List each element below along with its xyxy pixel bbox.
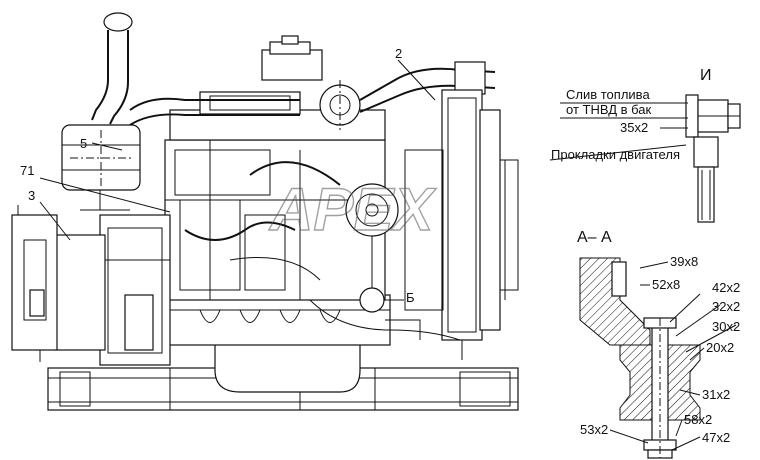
section-AA-title: А– А xyxy=(577,229,612,246)
intake-pipes xyxy=(129,61,496,126)
rubber-mount xyxy=(619,317,701,459)
label-42x2: 42х2 xyxy=(712,280,740,295)
gearbox xyxy=(11,205,106,362)
label-2: 2 xyxy=(395,46,402,61)
label-31x2: 31х2 xyxy=(702,387,730,402)
label-3: 3 xyxy=(28,188,35,203)
section-AA: А– А 39х8 52х8 42х2 32х2 30х2 20х2 31х2 xyxy=(577,229,740,459)
label-52x8: 52х8 xyxy=(652,277,680,292)
label-5: 5 xyxy=(80,136,87,151)
fuel-lines xyxy=(229,257,461,341)
note-fuel-drain-tank: от ТНВД в бак xyxy=(566,102,652,117)
view-I-title: И xyxy=(700,67,712,84)
label-39x8: 39х8 xyxy=(670,254,698,269)
oil-pan xyxy=(159,294,391,393)
radiator xyxy=(404,89,519,360)
top-filter xyxy=(261,35,323,81)
label-53x2: 53х2 xyxy=(580,422,608,437)
flywheel-housing xyxy=(99,214,171,366)
label-71: 71 xyxy=(20,163,34,178)
watermark-text: APEX xyxy=(268,176,437,243)
label-B: Б xyxy=(406,290,415,305)
label-32x2: 32х2 xyxy=(712,299,740,314)
label-30x2: 30х2 xyxy=(712,319,740,334)
centre-marks xyxy=(70,80,341,186)
view-I: И Слив топлива от ТНВД в бак 35х2 Прокла… xyxy=(549,67,741,223)
label-58x2: 58х2 xyxy=(684,412,712,427)
fan-pulley xyxy=(345,183,399,313)
note-fuel-drain: Слив топлива xyxy=(566,87,650,102)
exhaust-pipe xyxy=(91,12,133,125)
label-35x2: 35х2 xyxy=(620,120,648,135)
engine-side-view: APEX 5 2 3 71 Б xyxy=(11,12,519,411)
label-47x2: 47х2 xyxy=(702,430,730,445)
label-20x2: 20х2 xyxy=(706,340,734,355)
view-I-fitting xyxy=(685,94,741,223)
note-engine-gaskets: Прокладки двигателя xyxy=(551,147,680,162)
